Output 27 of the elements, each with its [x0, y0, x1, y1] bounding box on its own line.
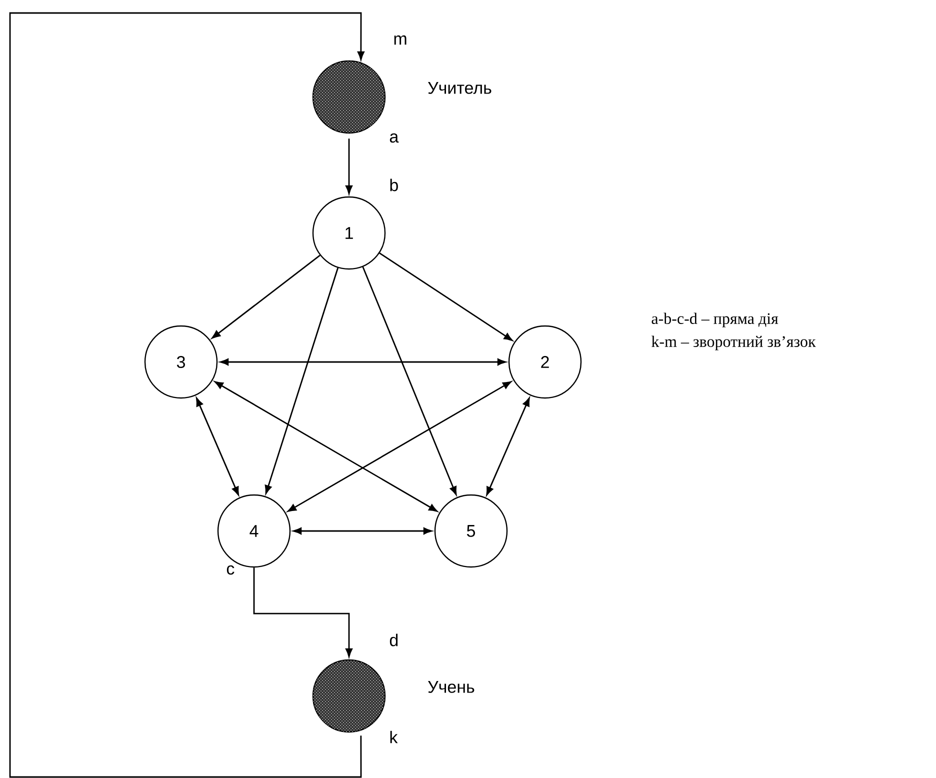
arrow	[220, 358, 506, 366]
end-letter: k	[390, 730, 398, 744]
legend-note: k-m – зворотний зв’язок	[652, 336, 816, 350]
end-letter: d	[390, 634, 398, 646]
arrow	[288, 381, 512, 512]
end-letter: b	[390, 178, 398, 192]
arrow	[9, 12, 364, 778]
end-letter: m	[394, 35, 406, 45]
arrow	[214, 381, 438, 512]
circle-node: 1	[312, 196, 386, 270]
node-caption: Учень	[428, 681, 474, 693]
arrow	[362, 266, 457, 496]
arrow	[346, 138, 352, 194]
node-caption: Учитель	[428, 82, 492, 94]
arrow	[292, 528, 432, 534]
arrow	[379, 252, 513, 341]
end-letter: a	[390, 133, 399, 143]
arrow	[253, 568, 352, 658]
arrow	[264, 268, 339, 494]
arrow	[212, 254, 320, 339]
arrow	[486, 398, 530, 496]
circle-node: 5	[434, 494, 508, 568]
arrow	[196, 398, 240, 496]
end-letter: c	[226, 565, 234, 575]
legend-note: a-b-c-d – пряма дія	[652, 312, 778, 328]
circle-node: 3	[144, 325, 218, 399]
circle-node: 2	[508, 325, 582, 399]
